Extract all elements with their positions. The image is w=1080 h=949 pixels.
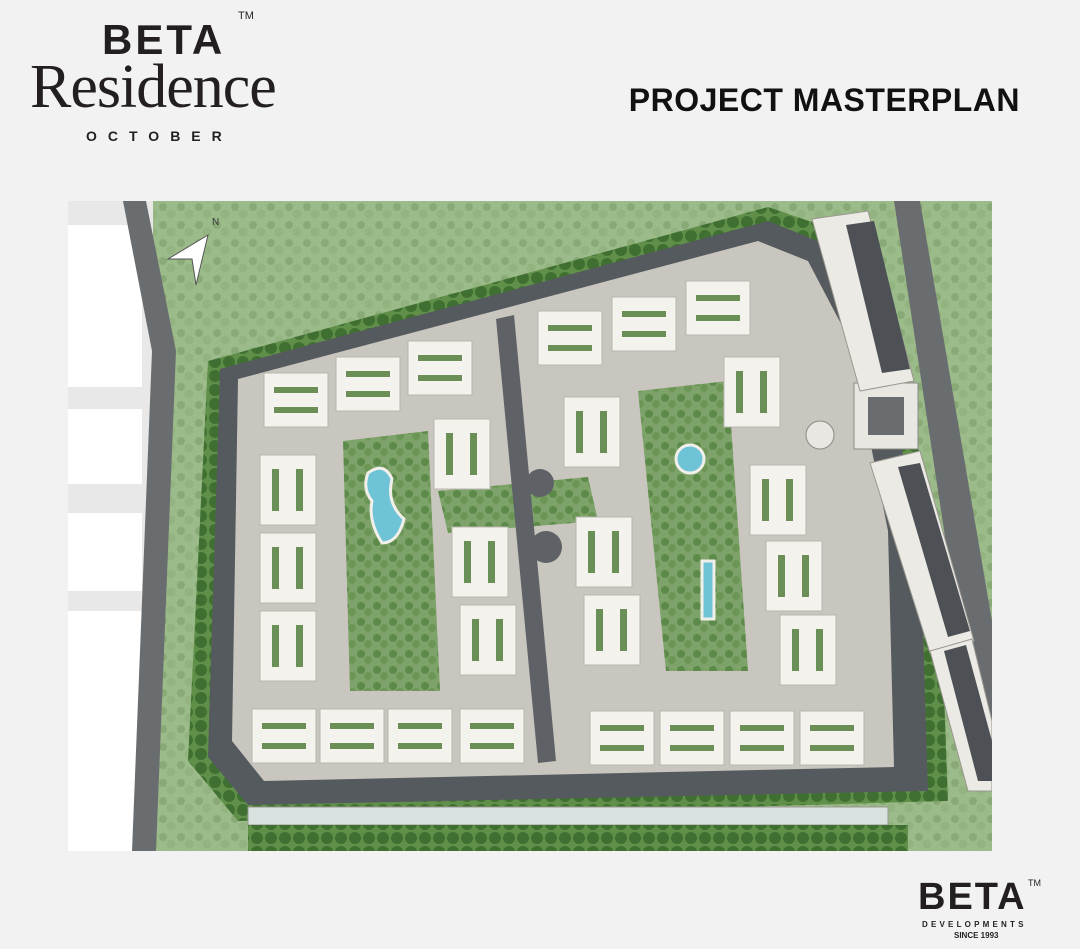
logo-brand-name: BETA xyxy=(102,16,226,63)
north-arrow-icon: N xyxy=(166,217,219,286)
developer-division: DEVELOPMENTS xyxy=(922,920,1027,929)
south-trees xyxy=(248,825,908,851)
masterplan-drawing: N xyxy=(68,201,992,851)
developer-trademark: TM xyxy=(1028,878,1041,888)
south-boundary xyxy=(247,806,889,826)
masterplan-image: N xyxy=(68,201,992,851)
roundabout-north xyxy=(526,469,554,497)
west-road xyxy=(123,201,176,851)
developer-name: BETA xyxy=(918,876,1027,918)
west-garden xyxy=(343,431,440,691)
building-block-south-west xyxy=(251,708,525,764)
entrance-gate xyxy=(805,382,919,450)
central-boulevard xyxy=(496,315,556,763)
logo-trademark: TM xyxy=(238,10,254,22)
building-block-west xyxy=(259,454,317,682)
developer-logo: BETA TM DEVELOPMENTS SINCE 1993 xyxy=(918,878,1048,942)
lap-pool xyxy=(700,559,716,621)
page-title: PROJECT MASTERPLAN xyxy=(628,82,1020,118)
central-garden xyxy=(638,381,748,671)
east-road xyxy=(894,201,992,721)
developer-since: SINCE 1993 xyxy=(954,931,999,940)
lagoon-pool xyxy=(364,466,406,545)
logo-location: OCTOBER xyxy=(86,128,233,144)
roundabout-south xyxy=(530,531,562,563)
logo-project-name: Residence xyxy=(30,53,277,121)
commercial-strip xyxy=(811,210,992,792)
svg-text:N: N xyxy=(212,217,219,228)
fountain-pool xyxy=(674,443,706,475)
project-logo: BETA TM Residence OCTOBER xyxy=(30,10,330,150)
